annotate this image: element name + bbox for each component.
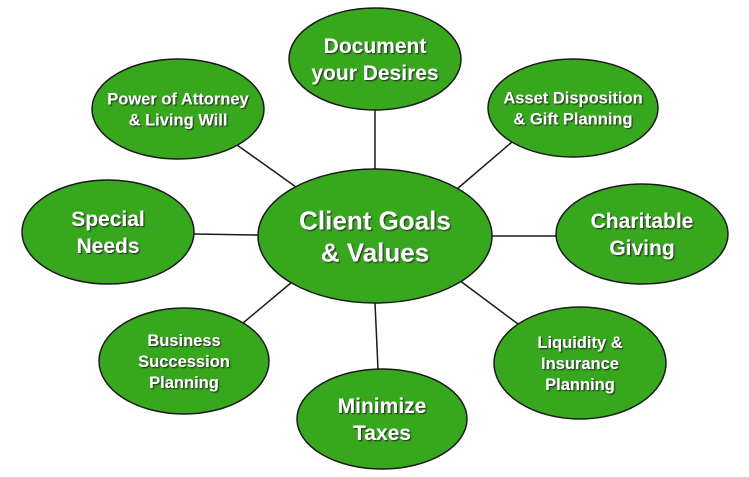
node-document-desires-label-line-1: Document <box>324 35 427 58</box>
node-asset-disposition-label-line-2: & Gift Planning <box>513 110 632 128</box>
node-document-desires-label-line-2: your Desires <box>311 62 438 85</box>
node-liquidity-insurance-label-line-1: Liquidity & <box>537 334 622 352</box>
connector-power-of-attorney <box>236 144 297 188</box>
node-asset-disposition-ellipse <box>487 58 659 158</box>
node-center-client-goals-label-line-1: Client Goals <box>299 205 451 235</box>
node-center-client-goals-label-line-2: & Values <box>321 237 429 267</box>
node-minimize-taxes-ellipse <box>296 368 468 470</box>
node-liquidity-insurance-ellipse <box>493 306 667 420</box>
node-business-succession-label-line-1: Business <box>147 332 220 350</box>
connector-lines <box>193 110 556 370</box>
node-liquidity-insurance-label-line-2: Insurance <box>541 355 619 373</box>
node-center-client-goals-ellipse <box>257 168 493 304</box>
node-charitable-giving-ellipse <box>555 183 729 285</box>
node-asset-disposition: Asset Disposition & Gift Planning <box>487 58 659 158</box>
node-business-succession-ellipse <box>98 307 270 415</box>
node-business-succession-label-line-3: Planning <box>149 374 219 392</box>
node-special-needs-label-line-1: Special <box>71 208 145 231</box>
node-power-of-attorney-label-line-1: Power of Attorney <box>107 90 249 108</box>
node-document-desires-ellipse <box>288 7 462 111</box>
connector-special-needs <box>193 233 259 236</box>
node-special-needs-label-line-2: Needs <box>76 235 139 258</box>
connector-asset-disposition <box>456 141 513 190</box>
node-asset-disposition-label-line-1: Asset Disposition <box>503 89 642 107</box>
node-charitable-giving-label-line-2: Giving <box>609 237 674 260</box>
node-power-of-attorney-ellipse <box>91 58 265 160</box>
node-power-of-attorney: Power of Attorney & Living Will <box>91 58 265 160</box>
node-center-client-goals: Client Goals& Values <box>257 168 493 304</box>
connector-business-succession <box>242 281 293 324</box>
node-liquidity-insurance-label-line-3: Planning <box>545 376 615 394</box>
node-minimize-taxes-label-line-1: Minimize <box>338 395 427 418</box>
node-power-of-attorney-label-line-2: & Living Will <box>129 111 228 129</box>
node-charitable-giving-label-line-1: Charitable <box>591 210 694 233</box>
node-minimize-taxes-label-line-2: Taxes <box>353 422 411 445</box>
node-document-desires: Document your Desires <box>288 7 462 111</box>
node-business-succession-label-line-2: Succession <box>138 353 230 371</box>
node-special-needs-ellipse <box>21 179 195 285</box>
connector-minimize-taxes <box>374 302 379 370</box>
connector-liquidity-insurance <box>458 279 519 325</box>
